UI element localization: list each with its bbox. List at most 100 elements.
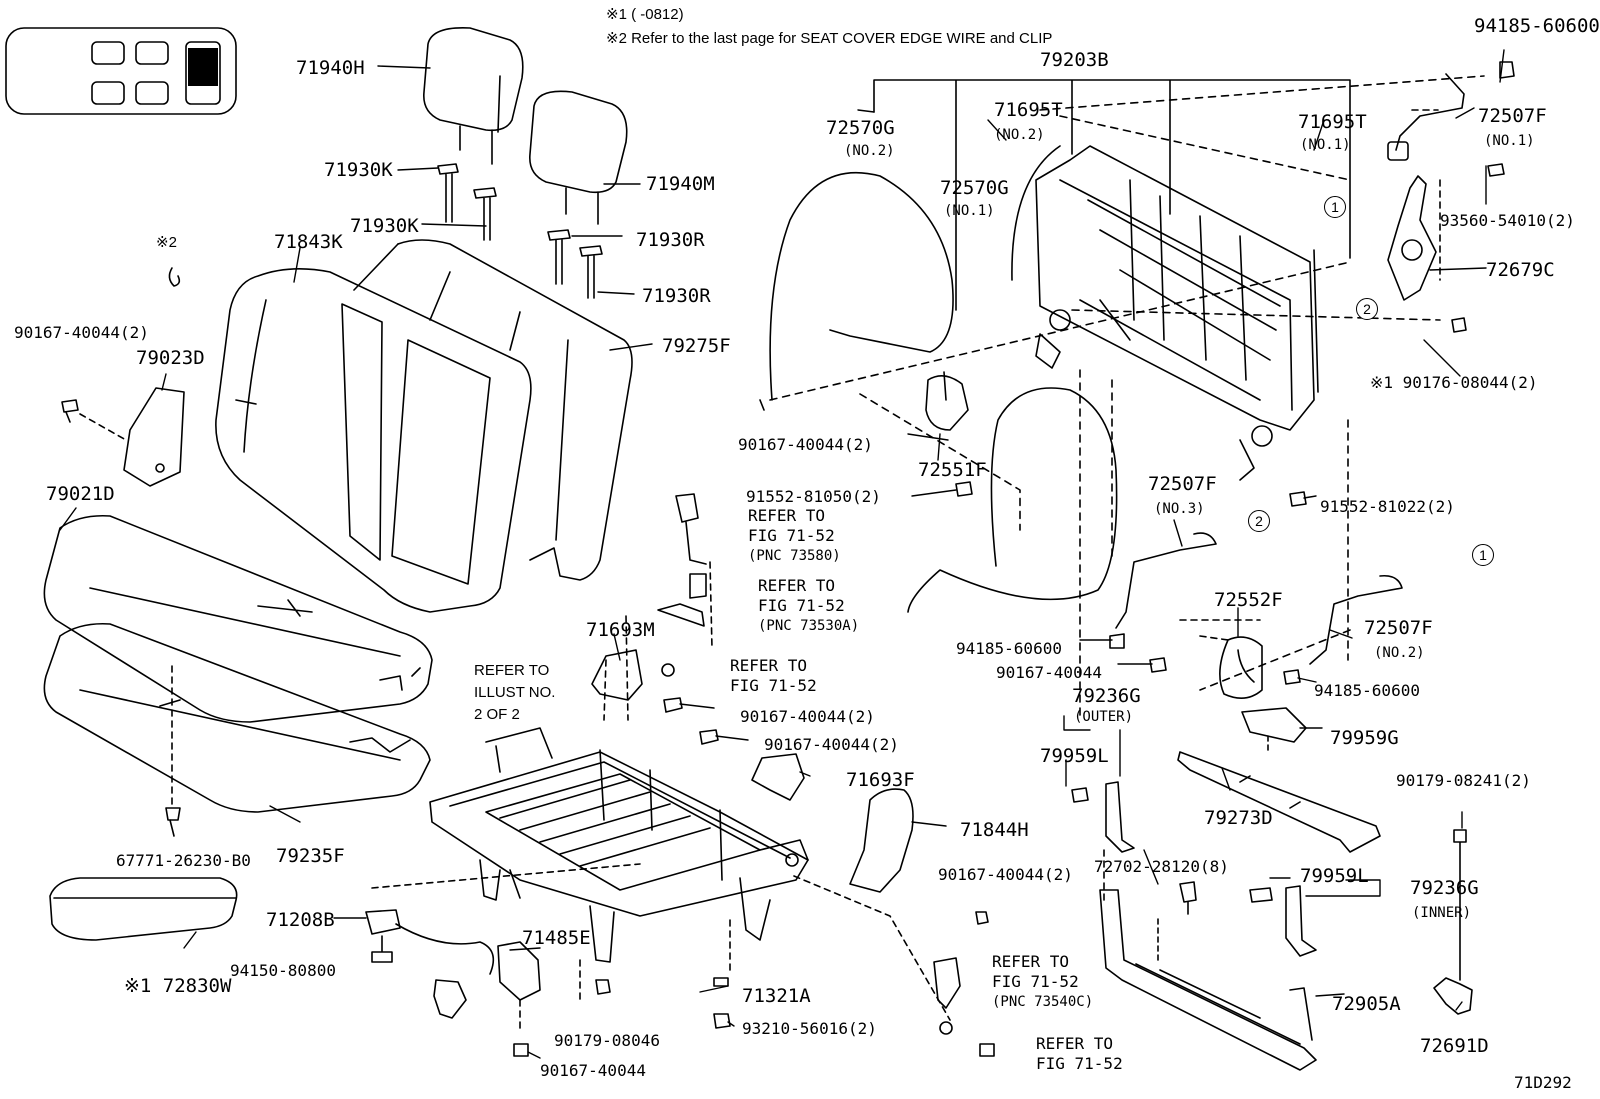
cable-72570g-no2-drawing [759,171,954,411]
nut-94185-drawing [1499,61,1515,79]
part-79236g-outer: 79236G [1072,685,1141,707]
cover-79959g-drawing [1241,707,1307,743]
refer-fig-71-52-b: REFER TO FIG 71-52 [1036,1034,1123,1074]
ref-line: REFER TO [474,662,550,679]
part-90167-40044-bottom: 90167-40044 [540,1061,646,1080]
seat-track-72905a-drawing [1099,881,1317,1071]
screws-right-drawing [975,911,995,1057]
figure-code: 71D292 [1514,1073,1572,1092]
part-90167-40044-2-c: 90167-40044(2) [740,707,875,726]
refer-fig-71-52-pnc-73540c: REFER TO FIG 71-52 (PNC 73540C) [992,952,1093,1012]
part-72507f-no1: 72507F [1478,105,1547,127]
part-91552-81022-2: 91552-81022(2) [1320,497,1455,516]
part-91552-81050-2: 91552-81050(2) [746,487,881,506]
part-79203b: 79203B [1040,49,1109,71]
ref-line: (PNC 73540C) [992,994,1094,1010]
headrest-71940h-drawing [423,27,524,165]
seat-position-key-icon [5,27,237,115]
part-71930k-a: 71930K [324,159,393,181]
refer-fig-71-52-a: REFER TO FIG 71-52 [730,656,817,696]
part-93210-56016-2: 93210-56016(2) [742,1019,877,1038]
refer-fig-71-52-pnc-73530a: REFER TO FIG 71-52 (PNC 73530A) [758,576,859,636]
cover-72552f-drawing [1219,636,1263,699]
part-72551f: 72551F [918,459,987,481]
part-79023d: 79023D [136,347,205,369]
bolt-90176-drawing [1451,317,1467,333]
part-72905a: 72905A [1332,993,1401,1015]
part-72507f-no3-sub: (NO.3) [1154,501,1205,517]
part-90179-08046: 90179-08046 [554,1031,660,1050]
ref-line: (PNC 73580) [748,548,841,564]
bracket-71693f-drawing [751,753,805,801]
bolt-91552-81050-drawing [955,481,973,497]
ref-line: FIG 71-52 [1036,1054,1123,1073]
note-2: ※2 Refer to the last page for SEAT COVER… [606,30,1053,47]
refer-fig-71-52-pnc-73580: REFER TO FIG 71-52 (PNC 73580) [748,506,841,566]
part-79275f: 79275F [662,335,731,357]
ref-line: FIG 71-52 [730,676,817,695]
part-71208b: 71208B [266,909,335,931]
part-71940m: 71940M [646,173,715,195]
part-93560-54010-2: 93560-54010(2) [1440,211,1575,230]
part-79959l-a: 79959L [1040,745,1109,767]
frame-wire-drawings [1011,145,1319,393]
part-71693m: 71693M [586,619,655,641]
side-cover-79023d-drawing [123,387,185,487]
seat-cushion-cover-79021d-drawing [43,514,433,723]
strap-72507f-no1-drawing [1387,73,1465,161]
side-cover-71844h-drawing [849,788,914,893]
label-leader-lines [59,49,1505,1059]
part-94185-60600-mid: 94185-60600 [956,639,1062,658]
part-72507f-no3: 72507F [1148,473,1217,495]
part-72679c: 72679C [1486,259,1555,281]
ref-line: FIG 71-52 [748,526,835,545]
ref-line: FIG 71-52 [758,596,845,615]
ref-line: 2 OF 2 [474,706,520,723]
ref-line: ILLUST NO. [474,684,556,701]
belt-buckle-drawings [657,493,707,677]
marker-1-b: 1 [1472,544,1494,566]
leader-dashed [603,561,713,721]
part-94150-80800: 94150-80800 [230,961,336,980]
bolt-90179-08241-drawing [1453,829,1467,981]
strap-72507f-no3-drawing [1115,532,1217,629]
marker-2-b: 2 [1248,510,1270,532]
part-71695t-no2: 71695T [994,99,1063,121]
part-79236g-inner: 79236G [1410,877,1479,899]
part-71930r-b: 71930R [642,285,711,307]
part-79236g-inner-sub: (INNER) [1412,905,1472,921]
part-72570g-no1: 72570G [940,177,1009,199]
ref-line: REFER TO [1036,1034,1114,1053]
strap-72507f-no2-drawing [1309,574,1403,665]
part-72507f-no2: 72507F [1364,617,1433,639]
part-90179-08241-2: 90179-08241(2) [1396,771,1531,790]
bracket-72679c-drawing [1387,175,1437,301]
leader-dashed [1179,619,1261,641]
rail-cover-inner-drawing [1249,885,1317,957]
refer-illust-no-2-of-2: REFER TO ILLUST NO. 2 OF 2 [474,660,555,726]
screw-drawing [61,399,127,441]
ref-line: REFER TO [730,656,808,675]
clip-note-mark: ※2 [156,234,177,251]
ref-line: REFER TO [992,952,1070,971]
ref-line: FIG 71-52 [992,972,1079,991]
leader-lines-79203b [873,79,1351,311]
part-71695t-no1-sub: (NO.1) [1300,137,1351,153]
part-72830w: ※1 72830W [124,975,232,997]
screws-mid-drawing [663,697,719,745]
part-94185-60600-right: 94185-60600 [1314,681,1420,700]
seatback-cover-71843k-drawing [215,268,532,613]
fastener-67771-drawing [165,807,181,837]
part-72691d: 72691D [1420,1035,1489,1057]
leader-dashed [769,261,1351,721]
part-72570g-no2: 72570G [826,117,895,139]
part-71695t-no1: 71695T [1298,111,1367,133]
part-94185-60600-top: 94185-60600 [1474,15,1600,37]
clip-icon [168,267,181,287]
part-71695t-no2-sub: (NO.2) [994,127,1045,143]
seatback-frame-79203b-drawing [1035,145,1315,481]
part-79959g: 79959G [1330,727,1399,749]
leader-dashed [793,875,951,1021]
part-72702-28120-8: 72702-28120(8) [1094,857,1229,876]
